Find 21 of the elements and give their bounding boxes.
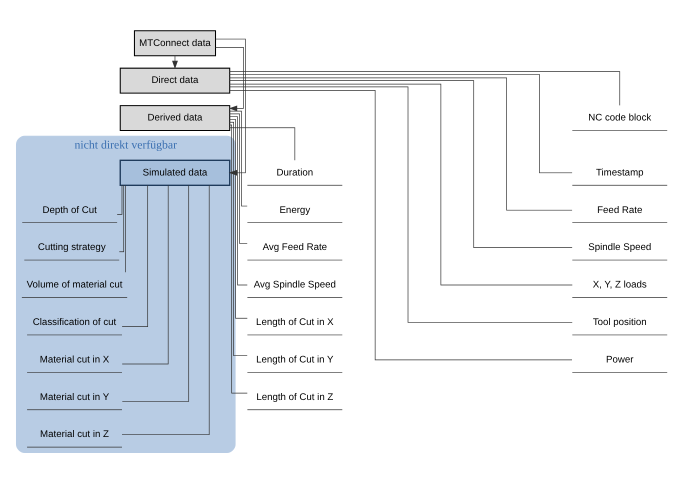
node-text: Power bbox=[606, 354, 634, 365]
node-text: Feed Rate bbox=[597, 204, 642, 216]
node-text: Timestamp bbox=[596, 166, 644, 178]
node-text: Material cut in Y bbox=[40, 391, 110, 402]
node-text: Tool position bbox=[592, 316, 647, 328]
node-text: Cutting strategy bbox=[38, 242, 106, 253]
node-text: Depth of Cut bbox=[42, 204, 97, 216]
node-text: Avg Feed Rate bbox=[262, 242, 328, 253]
node-text: Classification of cut bbox=[32, 316, 116, 328]
node-text: Volume of material cut bbox=[26, 279, 122, 290]
node-text: Length of Cut in X bbox=[256, 316, 334, 328]
node-text: Length of Cut in Y bbox=[256, 354, 334, 365]
node-text: X, Y, Z loads bbox=[592, 279, 647, 290]
node-text: NC code block bbox=[588, 112, 652, 124]
node-text: Material cut in Z bbox=[40, 428, 109, 440]
node-text: Spindle Speed bbox=[588, 242, 652, 253]
node-text: Energy bbox=[279, 204, 310, 216]
node-text: Avg Spindle Speed bbox=[254, 279, 336, 290]
node-text: Duration bbox=[276, 166, 314, 178]
node-text: Material cut in X bbox=[40, 354, 110, 365]
node-text: Length of Cut in Z bbox=[256, 391, 334, 402]
